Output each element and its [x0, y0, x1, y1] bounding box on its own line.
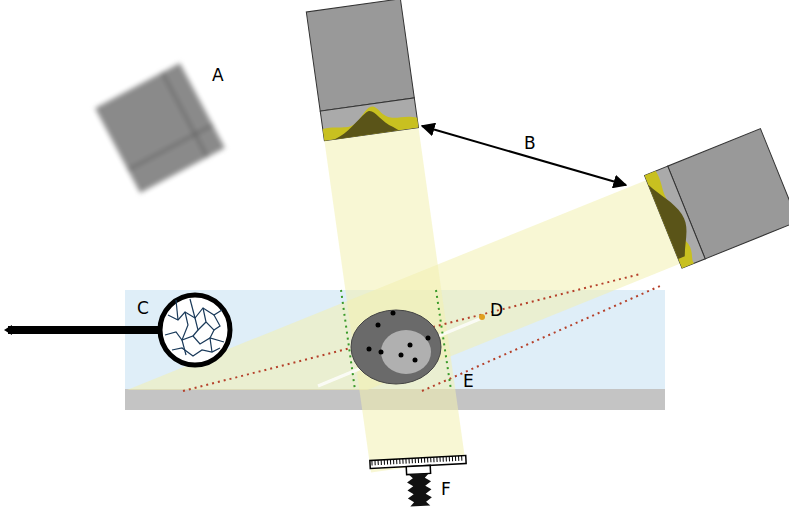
tick	[439, 457, 440, 462]
tick	[424, 458, 425, 463]
tick	[427, 457, 428, 462]
sample-grain	[351, 310, 441, 384]
tick	[415, 458, 416, 463]
angle-arrow	[422, 126, 626, 185]
tick	[396, 459, 397, 464]
point	[479, 314, 485, 320]
tick	[393, 459, 394, 464]
tick	[412, 458, 413, 463]
film-detector	[370, 455, 468, 508]
tick	[421, 458, 422, 463]
tick	[402, 459, 403, 464]
callout-letter: A	[212, 67, 224, 84]
magnifier	[4, 295, 230, 365]
callout-letter: C	[137, 300, 149, 317]
tick	[458, 456, 459, 461]
tick	[409, 458, 410, 463]
tick	[387, 460, 388, 465]
tick	[433, 457, 434, 462]
tick	[405, 459, 406, 464]
tick	[455, 456, 456, 461]
tick	[430, 457, 431, 462]
callout-letter: B	[524, 135, 536, 152]
tick	[390, 459, 391, 464]
beam-edge	[183, 274, 640, 391]
tick	[374, 460, 375, 465]
blurred-source	[95, 63, 225, 193]
callout-letter: E	[463, 373, 474, 390]
tick	[378, 460, 379, 465]
detector	[645, 129, 789, 269]
tick	[449, 456, 450, 461]
tick	[418, 458, 419, 463]
tick	[399, 459, 400, 464]
detector	[306, 0, 418, 141]
tick	[371, 460, 372, 465]
tick	[384, 460, 385, 465]
callout-letter: D	[490, 302, 503, 319]
tick	[443, 457, 444, 462]
diffracted-beam	[324, 128, 465, 473]
tick	[461, 456, 462, 461]
callout-letter: F	[441, 481, 451, 498]
tick	[452, 456, 453, 461]
tick	[381, 460, 382, 465]
tick	[436, 457, 437, 462]
tick	[446, 457, 447, 462]
beam-edge	[422, 286, 660, 391]
